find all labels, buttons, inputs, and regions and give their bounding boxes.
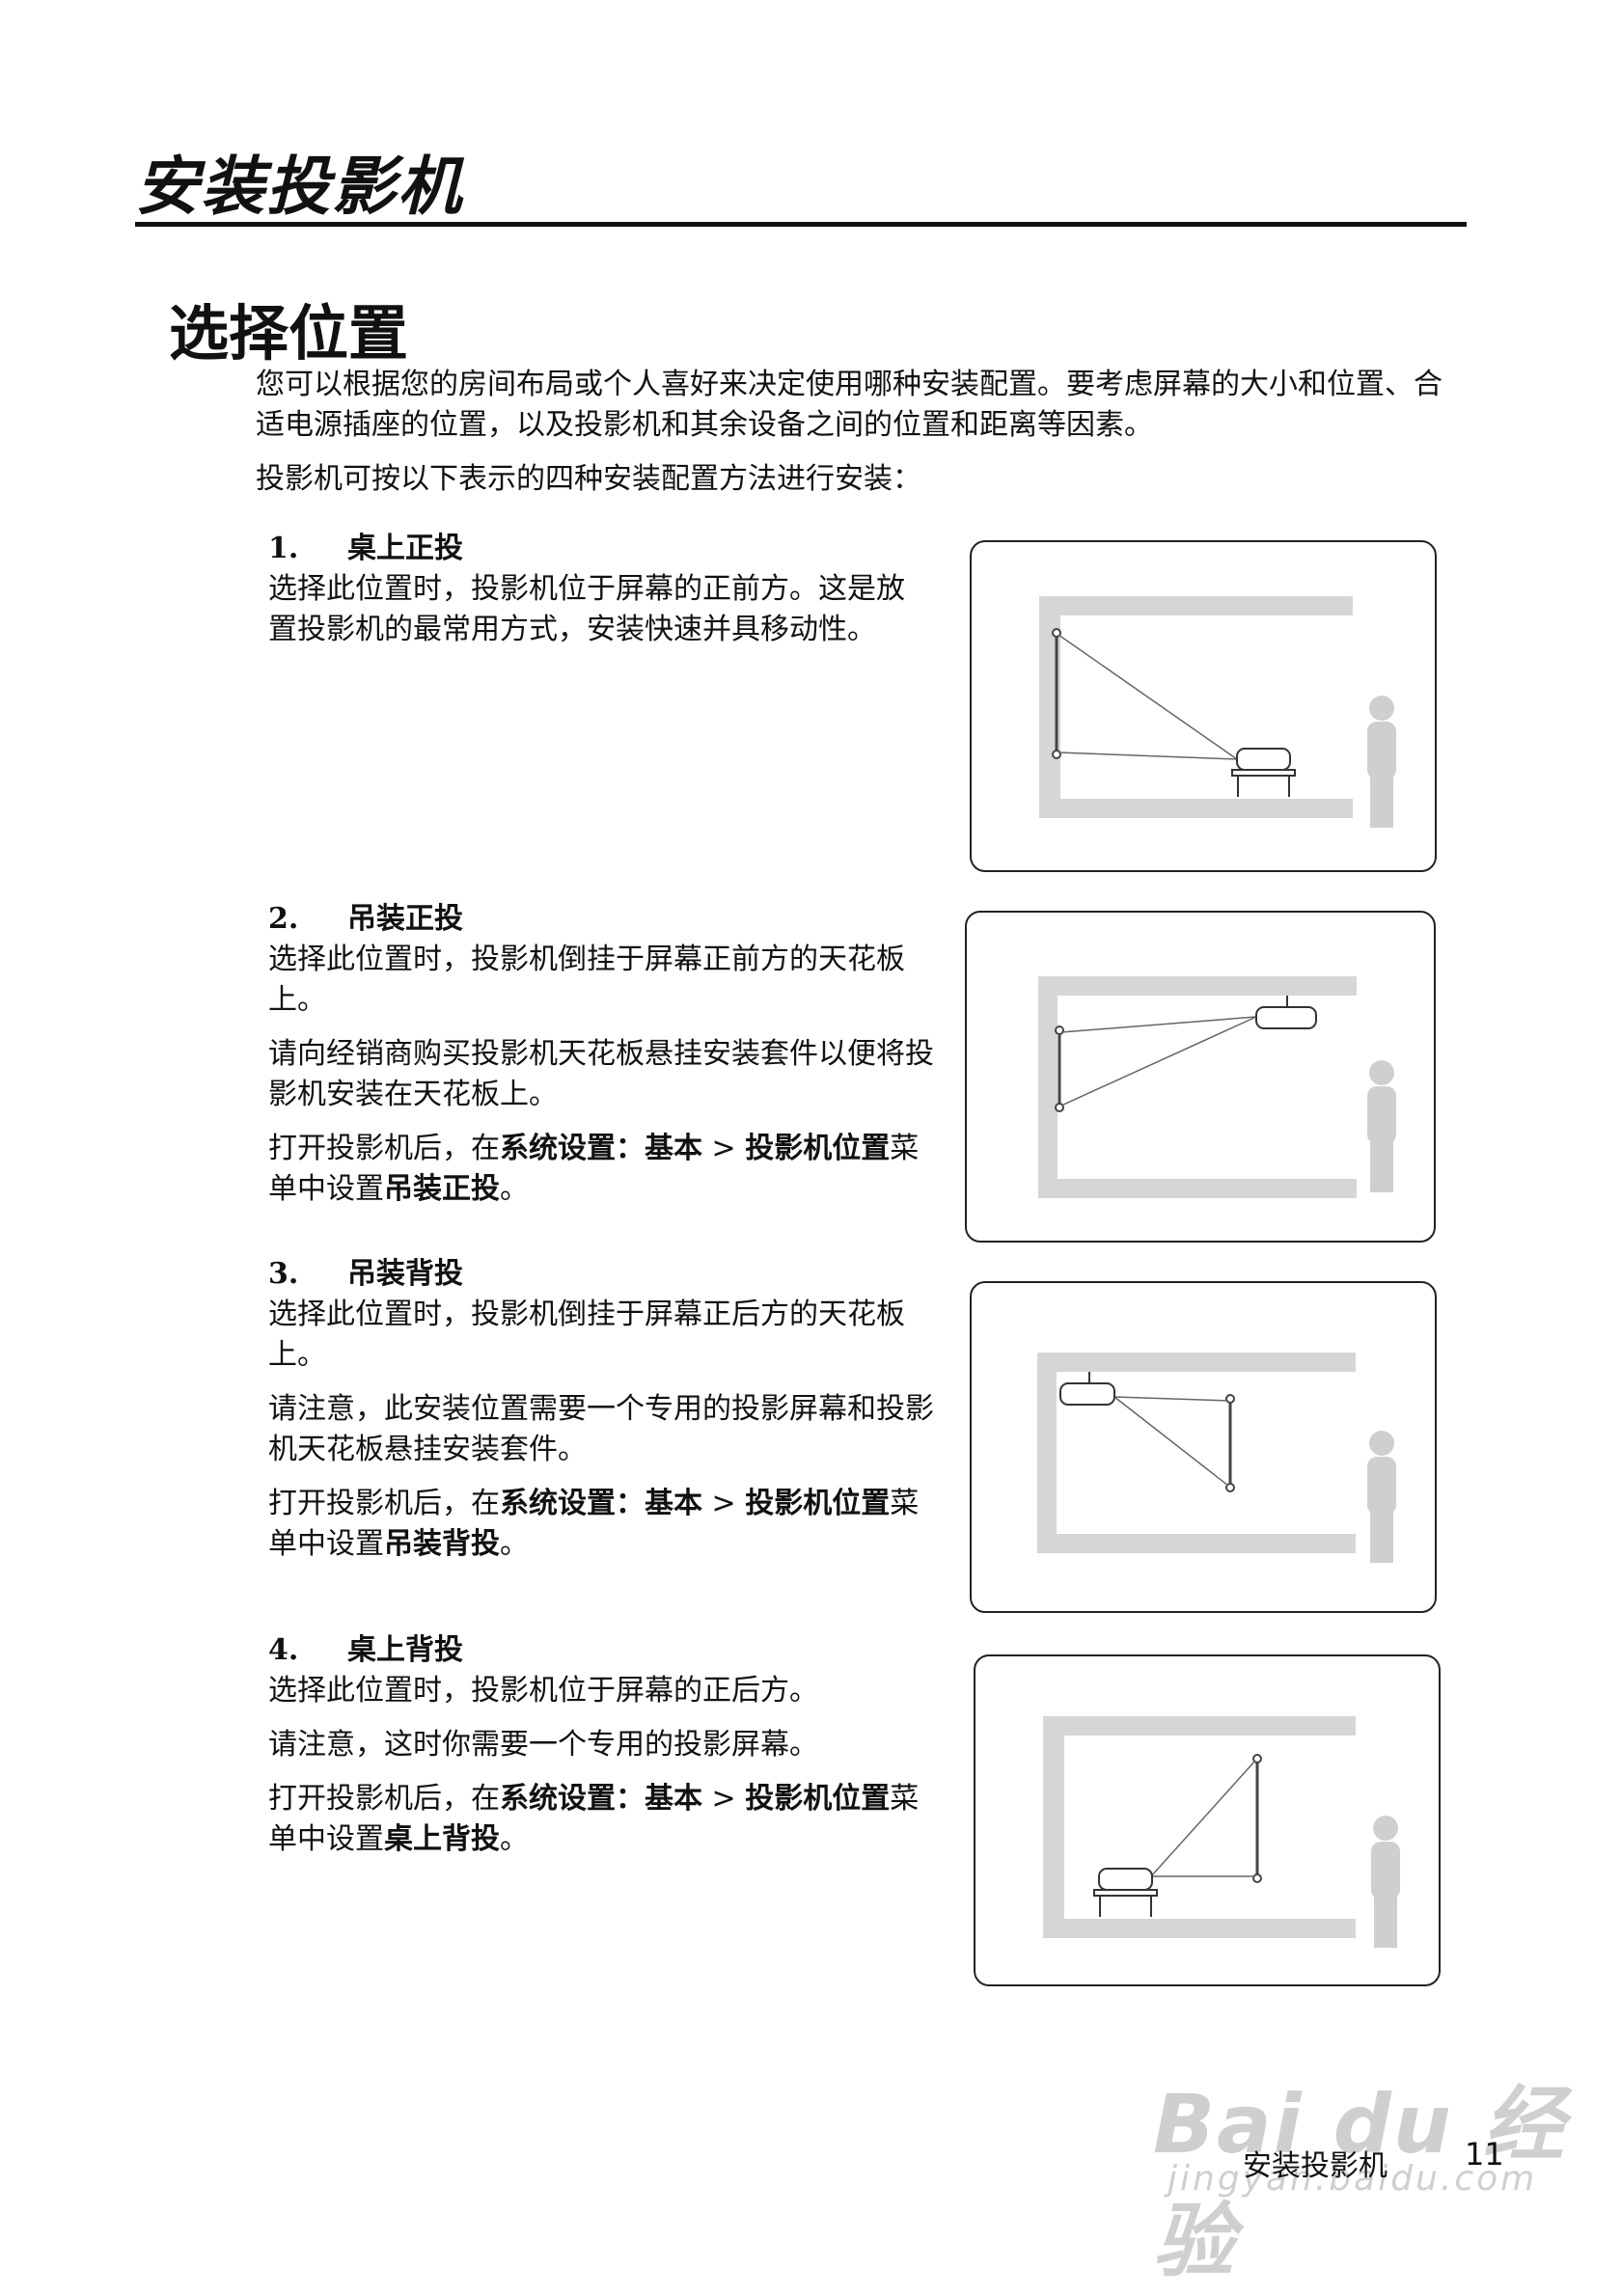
menu-instruction: 打开投影机后，在系统设置：基本 > 投影机位置菜单中设置吊装正投。	[268, 1132, 920, 1206]
item-paragraph: 请向经销商购买投影机天花板悬挂安装套件以便将投影机安装在天花板上。	[268, 1037, 934, 1111]
projector-icon	[1098, 1868, 1153, 1891]
figure-ceiling-front	[965, 911, 1436, 1243]
item-paragraph: 选择此位置时，投影机倒挂于屏幕正前方的天花板上。	[268, 943, 905, 1017]
item-1: 1. 桌上正投 选择此位置时，投影机位于屏幕的正前方。这是放置投影机的最常用方式，…	[268, 529, 905, 650]
menu-setting: 桌上背投	[384, 1822, 500, 1856]
item-title: 桌上背投	[347, 1633, 463, 1667]
item-paragraph: 选择此位置时，投影机位于屏幕的正前方。这是放置投影机的最常用方式，安装快速并具移…	[268, 572, 905, 646]
menu-path: 系统设置：基本	[500, 1782, 702, 1816]
item-number: 3.	[268, 1257, 299, 1291]
item-heading: 3. 吊装背投	[268, 1254, 934, 1295]
menu-path: 投影机位置	[745, 1132, 891, 1165]
menu-instruction: 打开投影机后，在系统设置：基本 > 投影机位置菜单中设置吊装背投。	[268, 1487, 920, 1561]
menu-path: 投影机位置	[745, 1782, 891, 1816]
item-number: 1.	[268, 532, 299, 565]
item-4: 4. 桌上背投 选择此位置时，投影机位于屏幕的正后方。 请注意，这时你需要一个专用…	[268, 1630, 934, 1860]
watermark: Bai du 经验	[1153, 2077, 1566, 2288]
item-title: 吊装背投	[347, 1257, 463, 1291]
item-paragraph: 请注意，这时你需要一个专用的投影屏幕。	[268, 1728, 818, 1762]
projection-beam	[1058, 634, 1238, 760]
person-icon	[1371, 1816, 1400, 1948]
person-icon	[1367, 1060, 1396, 1192]
item-paragraph: 选择此位置时，投影机倒挂于屏幕正后方的天花板上。	[268, 1298, 905, 1372]
item-number: 4.	[268, 1633, 299, 1667]
table	[1093, 1889, 1158, 1897]
figure-ceiling-rear	[970, 1281, 1437, 1613]
projector-icon	[1059, 1382, 1115, 1406]
item-heading: 2. 吊装正投	[268, 899, 934, 940]
room-wall	[1043, 1716, 1356, 1938]
projection-beam	[1113, 1396, 1229, 1402]
menu-path: 系统设置：基本	[500, 1487, 702, 1520]
item-paragraph: 选择此位置时，投影机位于屏幕的正后方。	[268, 1674, 818, 1708]
menu-path: 系统设置：基本	[500, 1132, 702, 1165]
menu-setting: 吊装背投	[384, 1527, 500, 1561]
menu-setting: 吊装正投	[384, 1172, 500, 1206]
item-title: 吊装正投	[347, 902, 463, 936]
room-wall	[1039, 596, 1353, 818]
section-title: 选择位置	[169, 298, 409, 369]
item-heading: 1. 桌上正投	[268, 529, 905, 569]
page-number: 11	[1465, 2136, 1504, 2173]
item-3: 3. 吊装背投 选择此位置时，投影机倒挂于屏幕正后方的天花板上。 请注意，此安装位…	[268, 1254, 934, 1565]
projection-beam	[1150, 1760, 1256, 1877]
chapter-divider	[135, 222, 1467, 227]
projector-icon	[1255, 1006, 1317, 1029]
menu-instruction: 打开投影机后，在系统设置：基本 > 投影机位置菜单中设置桌上背投。	[268, 1782, 920, 1856]
intro-paragraph-2: 投影机可按以下表示的四种安装配置方法进行安装：	[256, 462, 921, 496]
item-heading: 4. 桌上背投	[268, 1630, 934, 1671]
projector-icon	[1236, 748, 1291, 771]
watermark-url: jingyan.baidu.com	[1168, 2159, 1538, 2199]
item-title: 桌上正投	[347, 532, 463, 565]
item-paragraph: 请注意，此安装位置需要一个专用的投影屏幕和投影机天花板悬挂安装套件。	[268, 1392, 934, 1466]
menu-path: 投影机位置	[745, 1487, 891, 1520]
projection-beam	[1060, 1016, 1257, 1033]
item-number: 2.	[268, 902, 299, 936]
intro-paragraph: 您可以根据您的房间布局或个人喜好来决定使用哪种安装配置。要考虑屏幕的大小和位置、…	[256, 368, 1442, 442]
person-icon	[1367, 1431, 1396, 1563]
chapter-title: 安装投影机	[135, 150, 463, 224]
person-icon	[1367, 696, 1396, 828]
item-2: 2. 吊装正投 选择此位置时，投影机倒挂于屏幕正前方的天花板上。 请向经销商购买投…	[268, 899, 934, 1210]
figure-floor-rear	[974, 1654, 1441, 1986]
footer-label: 安装投影机	[1243, 2149, 1387, 2183]
table	[1231, 769, 1296, 777]
figure-floor-front	[970, 540, 1437, 872]
